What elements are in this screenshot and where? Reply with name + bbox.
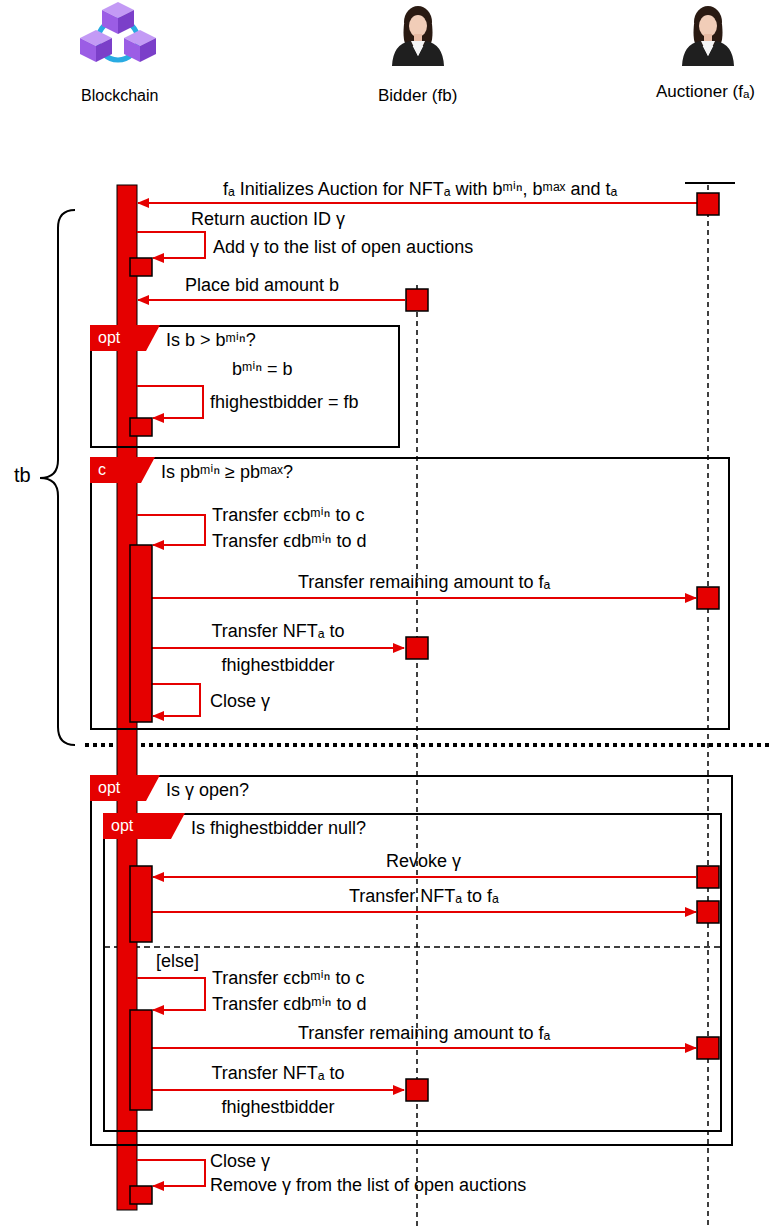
message-label: Return auction ID γ bbox=[191, 208, 345, 230]
activation-square bbox=[406, 289, 428, 311]
activation-box bbox=[130, 545, 152, 722]
self-message bbox=[137, 515, 205, 545]
cube-face bbox=[96, 38, 112, 62]
fragment-guard: Is γ open? bbox=[166, 779, 249, 801]
fragment-tag: c bbox=[90, 457, 155, 483]
participant: Blockchain bbox=[81, 86, 158, 105]
face bbox=[699, 15, 717, 37]
fragment-tag: opt bbox=[103, 813, 185, 839]
hair bbox=[404, 6, 432, 38]
self-message bbox=[137, 232, 205, 258]
fragment-tag-fill bbox=[90, 457, 155, 483]
alt-separator bbox=[104, 946, 721, 948]
message-label: Transfer NFTₐ to fₐ bbox=[349, 885, 499, 907]
message-label: Transfer remaining amount to fₐ bbox=[298, 1022, 550, 1044]
activation-square bbox=[406, 1079, 428, 1101]
fragment-guard: Is fhighestbidder null? bbox=[191, 817, 366, 839]
message-arrow bbox=[152, 911, 696, 913]
fragment-guard: Is pbᵐⁱⁿ ≥ pbᵐᵃˣ? bbox=[161, 461, 293, 483]
fragment-frame: opt Is b > bᵐⁱⁿ? bbox=[90, 325, 400, 448]
self-message bbox=[152, 684, 200, 716]
message-label: Transfer ϵcbᵐⁱⁿ to c bbox=[212, 967, 364, 989]
fragment-tag: opt bbox=[90, 775, 160, 801]
fragment-operator: c bbox=[90, 457, 106, 483]
message-label: bᵐⁱⁿ = b bbox=[232, 358, 293, 380]
message-label: Transfer remaining amount to fₐ bbox=[298, 571, 550, 593]
face bbox=[409, 15, 427, 37]
fragment-tag-fill bbox=[90, 325, 160, 351]
brace bbox=[40, 210, 75, 745]
activation-box bbox=[130, 1186, 152, 1204]
activation-box bbox=[130, 258, 152, 276]
participant: Bidder (fb) bbox=[378, 86, 457, 106]
message-label: fhighestbidder = fb bbox=[210, 391, 359, 413]
cube-face bbox=[140, 38, 156, 62]
message-label: Close γ bbox=[210, 1150, 270, 1172]
fragment-frame: c Is pbᵐⁱⁿ ≥ pbᵐᵃˣ? bbox=[90, 457, 730, 730]
self-message bbox=[137, 978, 205, 1010]
person-icon bbox=[682, 6, 734, 66]
fragment-tag-fill bbox=[103, 813, 185, 839]
message-label: Transfer ϵdbᵐⁱⁿ to d bbox=[212, 530, 366, 552]
activation-square bbox=[406, 637, 428, 659]
message-label: Transfer ϵcbᵐⁱⁿ to c bbox=[212, 504, 364, 526]
cube-face bbox=[102, 10, 118, 34]
message-label: Transfer NFTₐ to fhighestbidder bbox=[178, 1056, 378, 1124]
message-label: fₐ Initializes Auction for NFTₐ with bᵐⁱ… bbox=[223, 178, 617, 200]
suit bbox=[392, 41, 444, 66]
activation-square bbox=[697, 901, 719, 923]
message-label: Add γ to the list of open auctions bbox=[213, 236, 473, 258]
message-arrow bbox=[152, 597, 696, 599]
message-label: Transfer NFTₐ to fhighestbidder bbox=[178, 614, 378, 682]
shirt bbox=[701, 41, 715, 56]
neck bbox=[414, 34, 422, 42]
message-arrow bbox=[152, 1047, 696, 1049]
message-label: Place bid amount b bbox=[185, 274, 339, 296]
fragment-operator: opt bbox=[90, 325, 120, 351]
suit bbox=[682, 41, 734, 66]
lifeline bbox=[707, 185, 709, 1228]
activation-square bbox=[697, 1037, 719, 1059]
message-arrow bbox=[138, 202, 697, 204]
activation-square bbox=[697, 587, 719, 609]
activation-box bbox=[130, 1010, 152, 1110]
fragment-guard: Is b > bᵐⁱⁿ? bbox=[166, 329, 256, 351]
phase-divider bbox=[85, 743, 770, 747]
message-arrow bbox=[152, 647, 404, 649]
fragment-tag-fill bbox=[90, 775, 160, 801]
lifeline-start bbox=[685, 182, 735, 184]
activation-box bbox=[130, 418, 152, 436]
self-message bbox=[137, 1160, 205, 1186]
participant-label: Blockchain bbox=[81, 86, 158, 105]
person-icon bbox=[392, 6, 444, 66]
message-label: [else] bbox=[156, 950, 199, 972]
message-arrow bbox=[138, 299, 405, 301]
message-arrow bbox=[152, 1089, 404, 1091]
brace-label: tb bbox=[14, 464, 31, 486]
participant-label: Auctioner (fₐ) bbox=[656, 82, 755, 102]
message-arrow bbox=[153, 876, 696, 878]
activation-square bbox=[697, 866, 719, 888]
fragment-operator: opt bbox=[90, 775, 120, 801]
fragment-tag: opt bbox=[90, 325, 160, 351]
self-message bbox=[137, 386, 203, 418]
fragment-operator: opt bbox=[103, 813, 133, 839]
hair bbox=[694, 6, 722, 38]
message-label: Revoke γ bbox=[386, 850, 461, 872]
cube-face bbox=[118, 10, 134, 34]
activation-box bbox=[130, 866, 152, 942]
message-label: Transfer ϵdbᵐⁱⁿ to d bbox=[212, 993, 366, 1015]
shirt bbox=[411, 41, 425, 56]
message-label: Close γ bbox=[210, 690, 270, 712]
cube-face bbox=[124, 38, 140, 62]
participant-label: Bidder (fb) bbox=[378, 86, 457, 106]
cube-face bbox=[80, 38, 96, 62]
neck bbox=[704, 34, 712, 42]
activation-square bbox=[697, 193, 719, 215]
message-label: Remove γ from the list of open auctions bbox=[210, 1174, 526, 1196]
participant: Auctioner (fₐ) bbox=[656, 82, 755, 102]
